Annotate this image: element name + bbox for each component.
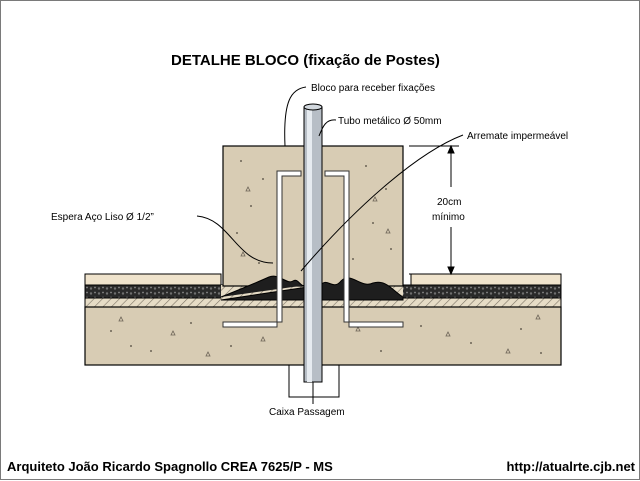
dimension-line (409, 144, 459, 276)
label-caixa: Caixa Passagem (269, 407, 345, 418)
base-slab (84, 306, 562, 366)
passage-box (288, 365, 340, 398)
label-dimension-value: 20cm (437, 197, 461, 208)
label-arremate: Arremate impermeável (467, 131, 568, 142)
footer-author: Arquiteto João Ricardo Spagnollo CREA 76… (7, 459, 333, 474)
footer-url: http://atualrte.cjb.net (506, 459, 635, 474)
right-floor-layers (380, 273, 562, 308)
label-espera: Espera Aço Liso Ø 1/2” (51, 212, 154, 223)
leader-lines (196, 86, 464, 404)
label-bloco: Bloco para receber fixações (311, 83, 435, 94)
label-tubo: Tubo metálico Ø 50mm (338, 116, 442, 127)
drawing-title: DETALHE BLOCO (fixação de Postes) (171, 52, 440, 69)
concrete-texture (110, 160, 542, 357)
rebar-anchors (222, 170, 404, 328)
metal-tube (303, 103, 323, 383)
label-dimension-note: mínimo (432, 212, 465, 223)
